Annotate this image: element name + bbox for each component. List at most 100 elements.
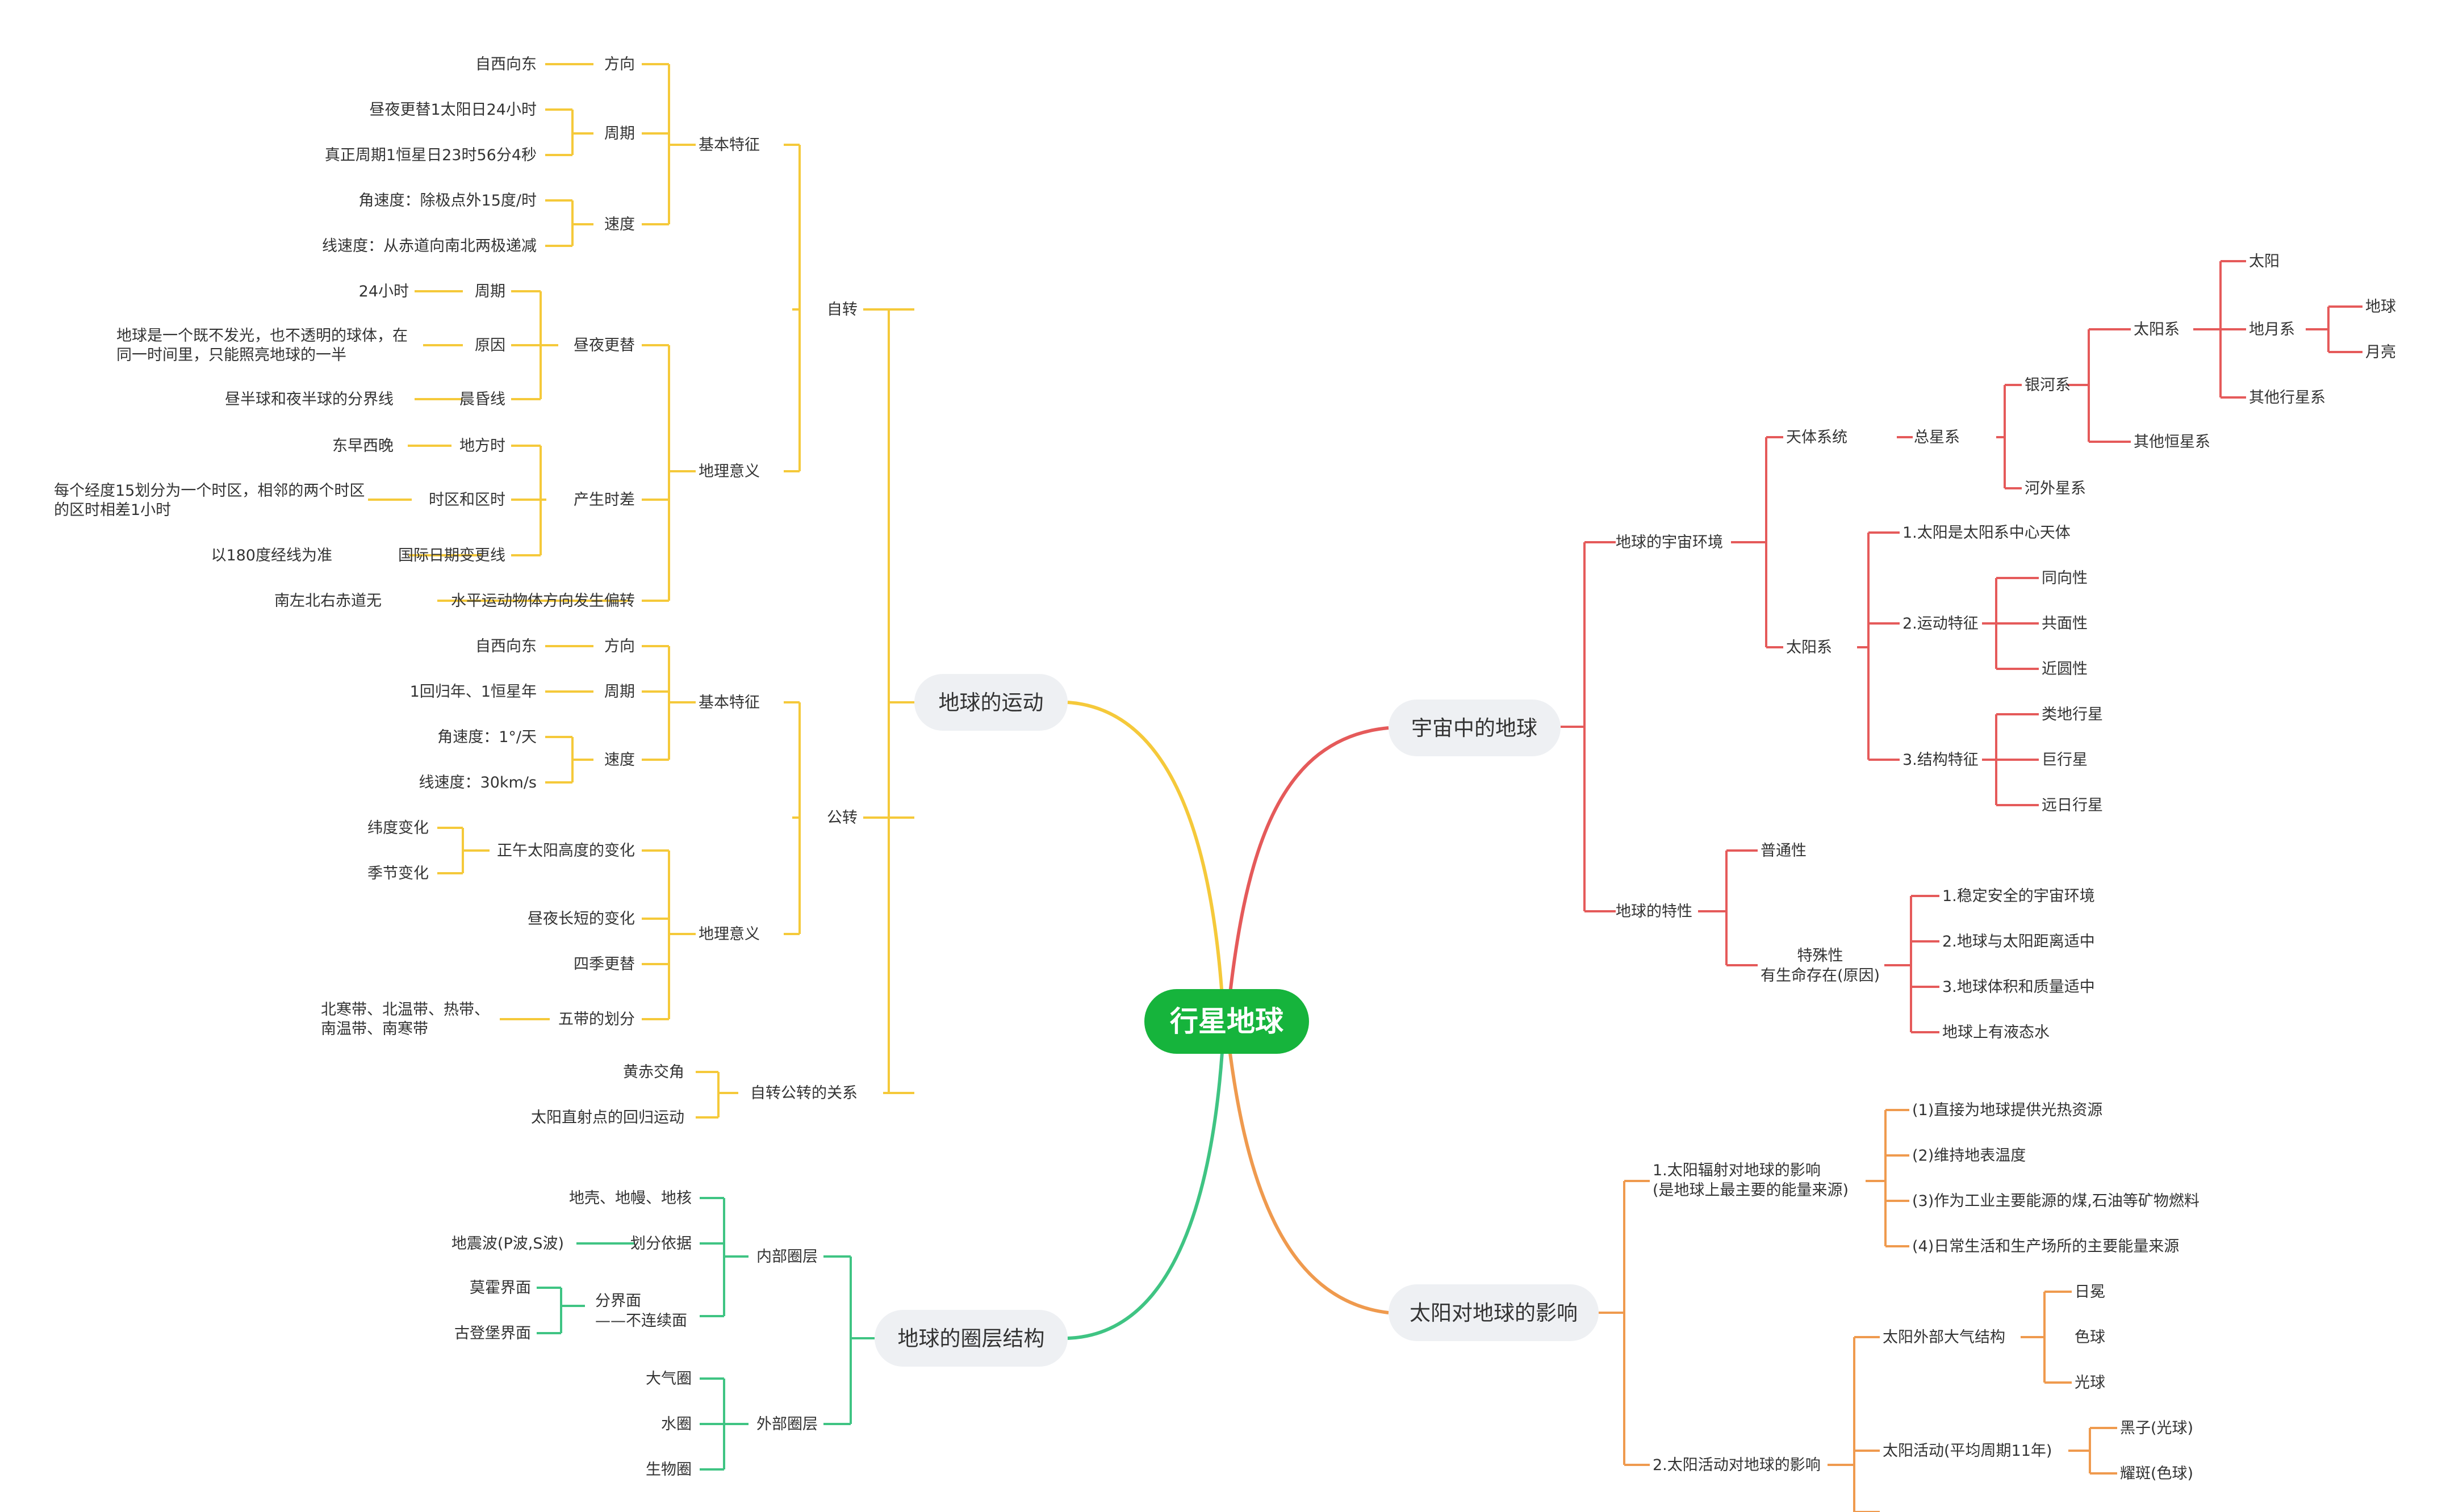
node-rev-dir[interactable]: 方向 (604, 638, 635, 655)
node-yinhexi[interactable]: 银河系 (2025, 376, 2071, 394)
node-rev-period[interactable]: 周期 (604, 683, 635, 701)
node-radiation-line2[interactable]: (是地球上最主要的能量来源) (1653, 1182, 1849, 1199)
node-relation[interactable]: 自转公转的关系 (750, 1084, 858, 1102)
node-rev-speed-b[interactable]: 线速度：30km/s (419, 774, 537, 791)
node-moon[interactable]: 月亮 (2365, 344, 2396, 361)
node-noon-a[interactable]: 纬度变化 (367, 819, 429, 837)
node-hewai[interactable]: 河外星系 (2025, 480, 2086, 497)
node-rot-speed-b[interactable]: 线速度：从赤道向南北两极递减 (322, 237, 537, 255)
node-photosphere[interactable]: 光球 (2075, 1374, 2105, 1392)
node-atmosphere-layer[interactable]: 大气圈 (646, 1370, 692, 1388)
node-taiyangxi[interactable]: 太阳系 (2134, 321, 2180, 338)
node-radiation-i1[interactable]: (1)直接为地球提供光热资源 (1912, 1101, 2102, 1119)
node-dn-term[interactable]: 晨昏线 (459, 391, 505, 408)
node-local-time-v[interactable]: 东早西晚 (332, 437, 394, 455)
node-hydrosphere[interactable]: 水圈 (661, 1415, 692, 1433)
node-traits[interactable]: 地球的特性 (1616, 903, 1692, 920)
node-c3-b[interactable]: 巨行星 (2042, 751, 2088, 769)
node-other-stars[interactable]: 其他恒星系 (2134, 433, 2210, 451)
node-relation-b[interactable]: 太阳直射点的回归运动 (531, 1109, 684, 1126)
node-solar-activity[interactable]: 太阳活动(平均周期11年) (1883, 1442, 2052, 1460)
node-rev-speed-a[interactable]: 角速度：1°/天 (437, 728, 537, 746)
node-inner-a[interactable]: 地壳、地幔、地核 (569, 1190, 692, 1207)
node-reason-4[interactable]: 地球上有液态水 (1942, 1024, 2050, 1041)
node-tianti[interactable]: 天体系统 (1786, 429, 1847, 446)
node-radiation-i3[interactable]: (3)作为工业主要能源的煤,石油等矿物燃料 (1912, 1192, 2200, 1210)
node-flare[interactable]: 耀斑(色球) (2120, 1465, 2193, 1482)
node-c2-c[interactable]: 近圆性 (2042, 660, 2088, 678)
node-rot-period[interactable]: 周期 (604, 125, 635, 143)
node-rev-dir-v[interactable]: 自西向东 (475, 638, 537, 655)
node-rev-period-v[interactable]: 1回归年、1恒星年 (410, 683, 537, 701)
node-deflect-v[interactable]: 南左北右赤道无 (274, 592, 382, 610)
node-biosphere[interactable]: 生物圈 (646, 1461, 692, 1479)
node-timezone-v1[interactable]: 每个经度15划分为一个时区，相邻的两个时区 (54, 482, 365, 500)
node-basis[interactable]: 划分依据 (630, 1235, 692, 1253)
node-radiation-i2[interactable]: (2)维持地表温度 (1912, 1147, 2026, 1165)
node-rev-basic[interactable]: 基本特征 (699, 694, 760, 711)
node-universe[interactable]: 宇宙中的地球 (1389, 700, 1561, 756)
node-zongxingxi[interactable]: 总星系 (1914, 429, 1960, 446)
node-sun[interactable]: 太阳对地球的影响 (1389, 1284, 1599, 1341)
node-rot-speed-a[interactable]: 角速度：除极点外15度/时 (359, 192, 537, 210)
node-motion[interactable]: 地球的运动 (914, 674, 1068, 731)
node-dateline[interactable]: 国际日期变更线 (398, 547, 505, 564)
node-five-zones[interactable]: 五带的划分 (558, 1011, 635, 1028)
node-solar-c1[interactable]: 1.太阳是太阳系中心天体 (1902, 524, 2071, 542)
node-noon-b[interactable]: 季节变化 (367, 865, 429, 882)
node-c3-a[interactable]: 类地行星 (2042, 706, 2103, 723)
node-rot-period-b[interactable]: 真正周期1恒星日23时56分4秒 (325, 146, 537, 164)
node-c2-a[interactable]: 同向性 (2042, 569, 2088, 587)
node-other-planets[interactable]: 其他行星系 (2249, 389, 2326, 407)
node-rev-speed[interactable]: 速度 (604, 751, 635, 769)
node-rot-basic[interactable]: 基本特征 (699, 136, 760, 154)
node-local-time[interactable]: 地方时 (459, 437, 505, 455)
node-dn-reason-v2[interactable]: 同一时间里，只能照亮地球的一半 (116, 346, 346, 364)
node-dn-period[interactable]: 周期 (475, 283, 505, 300)
node-dateline-v[interactable]: 以180度经线为准 (211, 547, 332, 564)
node-dn-period-v[interactable]: 24小时 (359, 283, 409, 300)
node-rot-speed[interactable]: 速度 (604, 216, 635, 233)
node-solar-c3[interactable]: 3.结构特征 (1902, 751, 1979, 769)
node-diyuexi[interactable]: 地月系 (2249, 321, 2295, 338)
node-general[interactable]: 普通性 (1761, 842, 1807, 860)
node-five-zones-v2[interactable]: 南温带、南寒带 (321, 1020, 428, 1038)
node-rotation[interactable]: 自转 (827, 301, 858, 319)
node-chromosphere[interactable]: 色球 (2075, 1329, 2105, 1346)
node-corona[interactable]: 日冕 (2075, 1283, 2105, 1301)
node-layers[interactable]: 地球的圈层结构 (875, 1310, 1068, 1367)
node-dn-reason-v1[interactable]: 地球是一个既不发光，也不透明的球体，在 (116, 327, 408, 345)
node-dn-term-v[interactable]: 昼半球和夜半球的分界线 (225, 391, 394, 408)
node-rev-meaning[interactable]: 地理意义 (699, 925, 760, 943)
node-c2-b[interactable]: 共面性 (2042, 615, 2088, 633)
node-reason-1[interactable]: 1.稳定安全的宇宙环境 (1942, 887, 2095, 905)
node-reason-3[interactable]: 3.地球体积和质量适中 (1942, 978, 2095, 996)
node-boundary-line1[interactable]: 分界面 (595, 1292, 641, 1310)
node-rot-meaning[interactable]: 地理意义 (699, 463, 760, 480)
node-daylength[interactable]: 昼夜长短的变化 (528, 910, 635, 928)
node-basis-v[interactable]: 地震波(P波,S波) (451, 1235, 564, 1253)
node-deflect[interactable]: 水平运动物体方向发生偏转 (451, 592, 635, 610)
node-radiation-line1[interactable]: 1.太阳辐射对地球的影响 (1653, 1162, 1821, 1179)
root-node[interactable]: 行星地球 (1144, 989, 1309, 1054)
node-solar-c2[interactable]: 2.运动特征 (1902, 615, 1979, 633)
node-seasons[interactable]: 四季更替 (574, 956, 635, 973)
node-timezone-v2[interactable]: 的区时相差1小时 (54, 501, 171, 519)
node-activity[interactable]: 2.太阳活动对地球的影响 (1653, 1456, 1821, 1474)
node-radiation-i4[interactable]: (4)日常生活和生产场所的主要能量来源 (1912, 1238, 2179, 1255)
node-cosmic-env[interactable]: 地球的宇宙环境 (1616, 534, 1723, 551)
node-rot-period-a[interactable]: 昼夜更替1太阳日24小时 (369, 101, 537, 119)
node-atmosphere[interactable]: 太阳外部大气结构 (1883, 1329, 2005, 1346)
node-noon-height[interactable]: 正午太阳高度的变化 (497, 842, 635, 860)
node-gutenberg[interactable]: 古登堡界面 (454, 1325, 531, 1342)
node-dn-reason[interactable]: 原因 (475, 337, 505, 354)
node-earth[interactable]: 地球 (2365, 298, 2396, 316)
node-rot-dir[interactable]: 方向 (604, 56, 635, 73)
node-special-line2[interactable]: 有生命存在(原因) (1761, 967, 1880, 985)
node-timediff[interactable]: 产生时差 (574, 491, 635, 509)
node-outer[interactable]: 外部圈层 (756, 1415, 818, 1433)
node-special-line1[interactable]: 特殊性 (1797, 947, 1843, 965)
node-timezone[interactable]: 时区和区时 (429, 491, 505, 509)
node-rot-dir-v[interactable]: 自西向东 (475, 56, 537, 73)
node-sun-star[interactable]: 太阳 (2249, 253, 2280, 270)
